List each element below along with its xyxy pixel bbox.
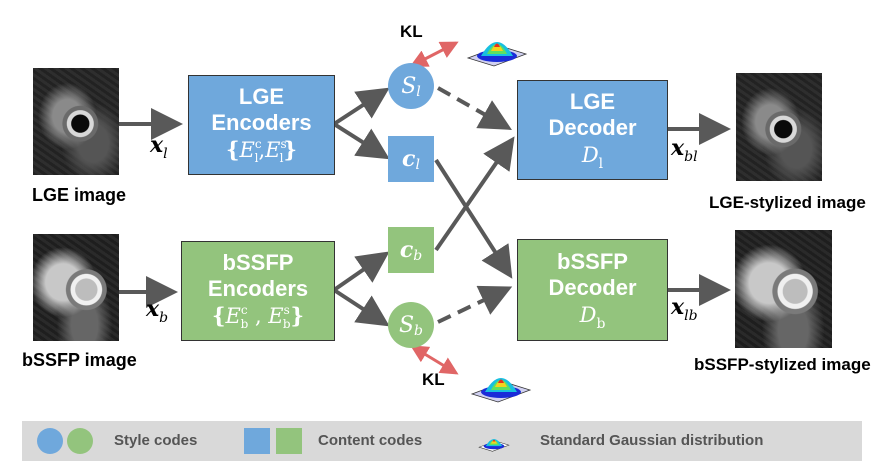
legend-content-square-green bbox=[276, 428, 302, 454]
legend-content-label: Content codes bbox=[318, 432, 423, 449]
lge-input-image bbox=[33, 68, 119, 175]
arrow-cl-to-dec-b bbox=[434, 158, 513, 279]
bssfp-decoder-title1: bSSFP bbox=[557, 248, 628, 274]
lge-image-caption: LGE image bbox=[32, 185, 127, 205]
lge-decoder-title2: Decoder bbox=[548, 114, 637, 140]
var-x-lb: xlb bbox=[671, 294, 698, 324]
bssfp-encoder-box: bSSFP Encoders {Ecb , Esb} bbox=[181, 241, 335, 341]
lge-stylized-caption: LGE-stylized image bbox=[709, 193, 866, 212]
var-x-l: xl bbox=[150, 132, 168, 162]
bssfp-stylized-image bbox=[735, 230, 832, 348]
bssfp-stylized-caption: bSSFP-stylized image bbox=[694, 355, 871, 374]
bssfp-input-image bbox=[33, 234, 119, 341]
lge-encoder-title1: LGE bbox=[238, 83, 285, 109]
lge-encoder-title2: Encoders bbox=[211, 109, 312, 135]
legend-style-dot-green bbox=[67, 428, 93, 454]
kl-arrow-bottom bbox=[410, 345, 459, 375]
bssfp-decoder-title2: Decoder bbox=[548, 274, 637, 300]
bssfp-encoder-formula: {Ecb , Esb} bbox=[211, 302, 305, 331]
legend-style-label: Style codes bbox=[114, 432, 198, 449]
arrow-sb-to-dec-b bbox=[437, 285, 513, 324]
kl-label-bottom: KL bbox=[422, 370, 445, 389]
gaussian-icon-top bbox=[466, 42, 528, 67]
bssfp-encoder-title1: bSSFP bbox=[222, 249, 294, 275]
var-x-bl: xbl bbox=[671, 135, 698, 165]
arrow-cb-to-dec-l bbox=[434, 136, 515, 252]
arrow-enc-l-to-cl bbox=[332, 122, 390, 160]
lge-stylized-image bbox=[736, 73, 822, 181]
legend-gaussian-label: Standard Gaussian distribution bbox=[540, 432, 764, 449]
lge-decoder-box: LGE Decoder Dl bbox=[517, 80, 668, 180]
bssfp-encoder-title2: Encoders bbox=[207, 275, 309, 301]
lge-decoder-title1: LGE bbox=[569, 88, 616, 114]
kl-label-top: KL bbox=[400, 22, 423, 41]
legend-gaussian-icon bbox=[478, 438, 510, 452]
bssfp-decoder-box: bSSFP Decoder Db bbox=[517, 239, 668, 341]
lge-encoder-formula: {Ecl,Esl} bbox=[226, 136, 297, 165]
legend-content-square-blue bbox=[244, 428, 270, 454]
lge-decoder-symbol: Dl bbox=[581, 142, 604, 172]
legend-style-dot-blue bbox=[37, 428, 63, 454]
arrow-sl-to-dec-l bbox=[437, 86, 512, 130]
kl-arrow-top bbox=[409, 41, 459, 67]
arrow-enc-b-to-cb bbox=[332, 251, 390, 292]
arrow-enc-b-to-sb bbox=[332, 288, 390, 327]
legend: Style codes Content codes Standard Gauss… bbox=[22, 421, 862, 461]
arrow-enc-l-to-sl bbox=[332, 87, 390, 126]
var-x-b: xb bbox=[146, 296, 169, 326]
bssfp-image-caption: bSSFP image bbox=[22, 350, 137, 370]
bssfp-decoder-symbol: Db bbox=[579, 302, 606, 332]
lge-encoder-box: LGE Encoders {Ecl,Esl} bbox=[188, 75, 335, 175]
gaussian-icon-bottom bbox=[470, 378, 532, 403]
